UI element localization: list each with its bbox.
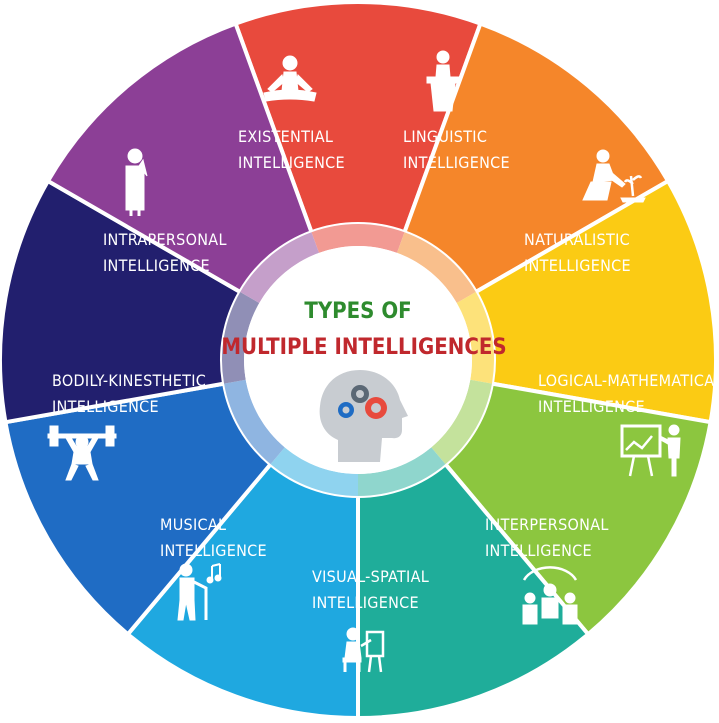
- violinist-music-icon: [177, 563, 222, 621]
- labels-layer: EXISTENTIAL INTELLIGENCE LINGUISTIC INTELLI…: [52, 127, 719, 612]
- segment-label-line1: LOGICAL-MATHEMATICAL: [538, 371, 719, 390]
- segment-label-line1: VISUAL-SPATIAL: [312, 567, 429, 586]
- segment-label-line2: INTELLIGENCE: [403, 153, 510, 172]
- inner-ring-existential: [311, 224, 405, 253]
- inner-ring-layer: [222, 224, 494, 496]
- segment-label-line1: EXISTENTIAL: [238, 127, 333, 146]
- inner-ring-naturalistic: [456, 292, 494, 384]
- segment-label-line2: INTELLIGENCE: [485, 541, 592, 560]
- segment-label-line2: INTELLIGENCE: [160, 541, 267, 560]
- segment-label-line2: INTELLIGENCE: [238, 153, 345, 172]
- person-drawing-icon: [342, 627, 385, 673]
- inner-ring-visual-spatial: [270, 447, 358, 496]
- segment-label-line2: INTELLIGENCE: [312, 593, 419, 612]
- segment-label-line2: INTELLIGENCE: [52, 397, 159, 416]
- segment-label-line1: MUSICAL: [160, 515, 226, 534]
- segment-label-line1: LINGUISTIC: [403, 127, 487, 146]
- segment-label-line1: INTRAPERSONAL: [103, 230, 227, 249]
- segment-label-line1: BODILY-KINESTHETIC: [52, 371, 206, 390]
- segment-label-line2: INTELLIGENCE: [103, 256, 210, 275]
- icons-layer: [47, 50, 681, 673]
- segment-label-line1: INTERPERSONAL: [485, 515, 609, 534]
- inner-ring-intrapersonal: [240, 232, 320, 303]
- segment-label-line2: INTELLIGENCE: [538, 397, 645, 416]
- inner-ring-linguistic: [396, 232, 476, 303]
- meditation-icon: [263, 55, 317, 102]
- inner-ring-musical: [224, 379, 285, 465]
- inner-ring-bodily-kinesthetic: [222, 292, 260, 384]
- gardener-planting-icon: [582, 149, 646, 203]
- inner-ring-logical-mathematical: [431, 379, 492, 465]
- head-gears-icon: [319, 370, 408, 462]
- podium-speaker-icon: [426, 50, 460, 112]
- inner-ring-interpersonal: [358, 447, 446, 496]
- thinking-person-icon: [125, 148, 148, 216]
- segment-label-line1: NATURALISTIC: [524, 230, 630, 249]
- center-circle: [244, 246, 472, 474]
- segment-label-line2: INTELLIGENCE: [524, 256, 631, 275]
- presentation-board-icon: [620, 424, 681, 477]
- group-people-icon: [522, 566, 578, 625]
- weightlifter-icon: [47, 425, 117, 481]
- center-title-line1: TYPES OF: [304, 299, 411, 324]
- center-title-line2: MULTIPLE INTELLIGENCES: [221, 335, 506, 360]
